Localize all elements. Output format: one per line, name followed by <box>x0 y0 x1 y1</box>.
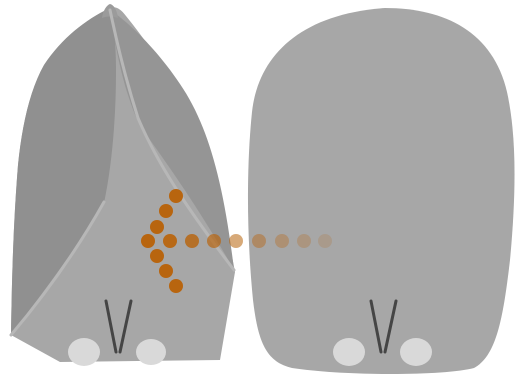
arrow-dot <box>207 234 221 248</box>
arrow-head-dot <box>169 189 183 203</box>
right-shape-marker-left <box>333 338 365 366</box>
arrow-head-dot <box>159 264 173 278</box>
arrow-dot <box>141 234 155 248</box>
arrow-dot <box>229 234 243 248</box>
arrow-dot <box>297 234 311 248</box>
right-rounded-shape <box>248 8 515 374</box>
arrow-dot <box>252 234 266 248</box>
arrow-dot <box>275 234 289 248</box>
right-shape-marker-right <box>400 338 432 366</box>
arrow-dot <box>163 234 177 248</box>
arrow-dot <box>185 234 199 248</box>
arrow-dot <box>318 234 332 248</box>
left-folded-shape <box>11 4 235 366</box>
left-shape-marker-right <box>136 339 166 365</box>
arrow-head-dot <box>150 220 164 234</box>
right-shape-body <box>248 8 515 374</box>
arrow-head-dot <box>150 249 164 263</box>
arrow-head-dot <box>159 204 173 218</box>
arrow-head-dot <box>169 279 183 293</box>
left-shape-marker-left <box>68 338 100 366</box>
